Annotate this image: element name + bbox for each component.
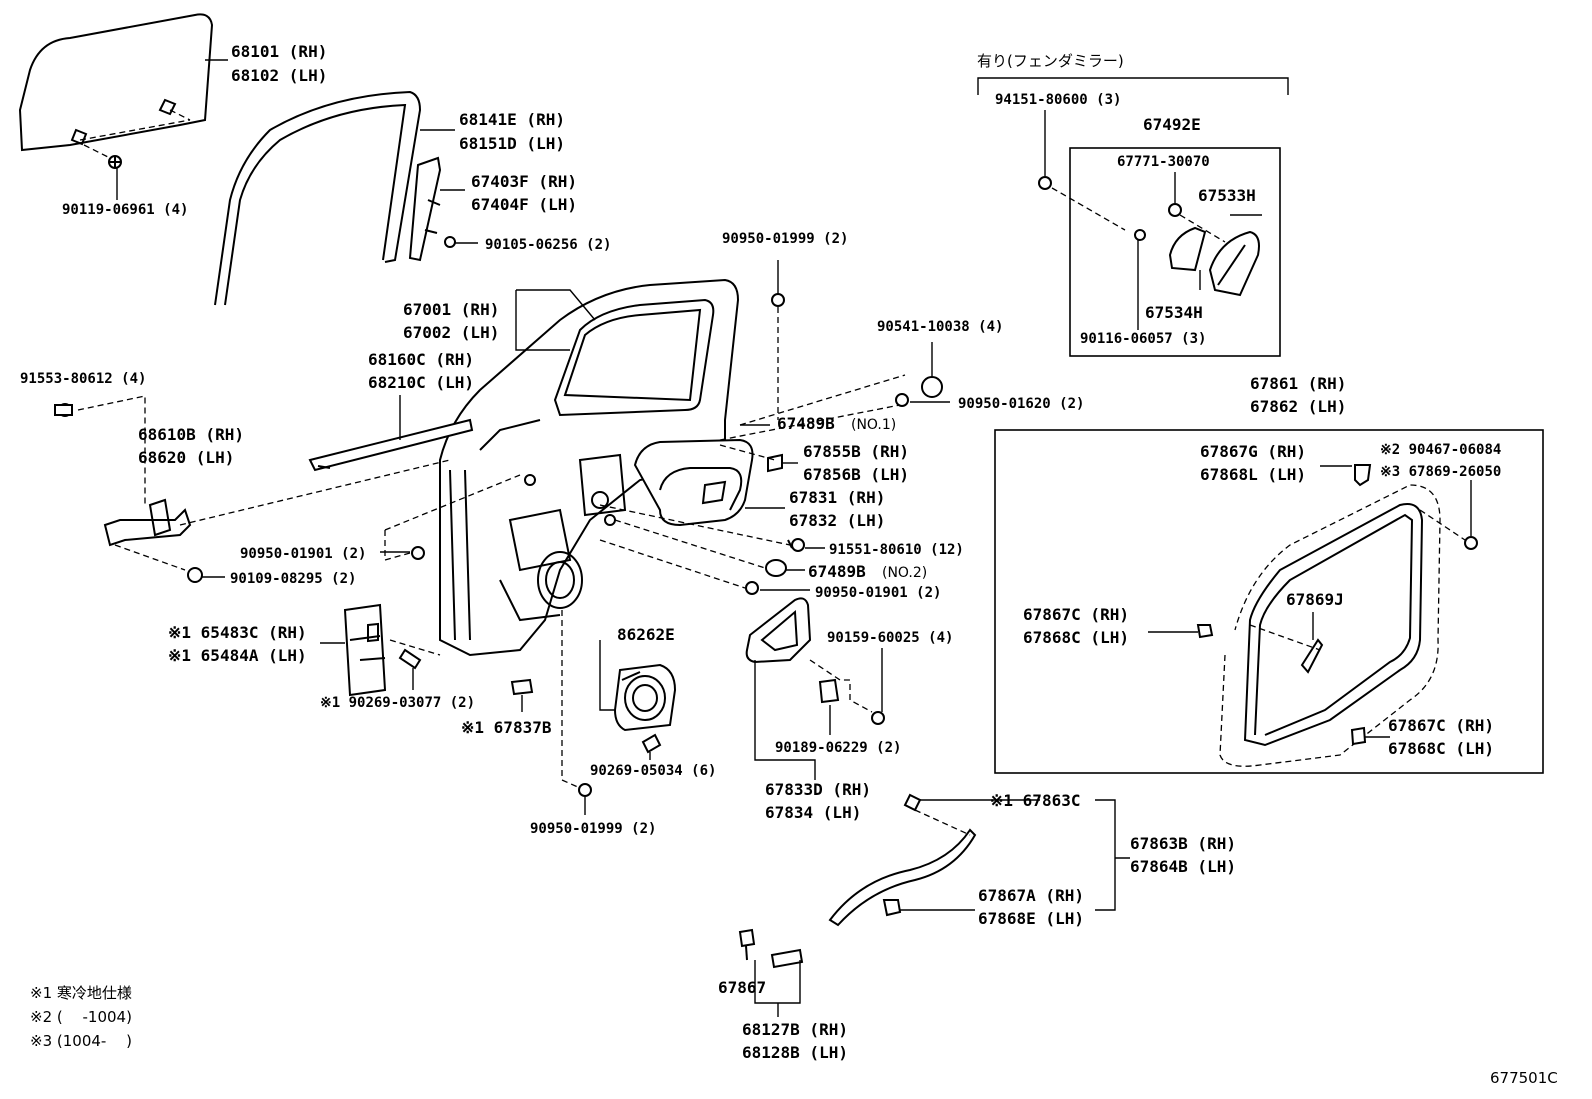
part-labels: 有り(フェンダミラー) 68101 (RH) 68102 (LH) 90119-…: [20, 42, 1558, 1087]
label-68128: 68128B (LH): [742, 1043, 848, 1062]
glass-run-channel-drawing: [214, 90, 422, 306]
label-68620: 68620 (LH): [138, 448, 234, 467]
label-90950-top: 90950-01999 (2): [722, 231, 848, 247]
fender-mirror-drawing: [1038, 176, 1260, 297]
label-67868c-a: 67868C (LH): [1023, 628, 1129, 647]
label-67489-no2: 67489B: [808, 562, 866, 581]
hole-plug-no2-drawing: [614, 519, 787, 577]
label-91553: 91553-80612 (4): [20, 371, 146, 387]
hinge-cover-drawing: [343, 603, 441, 697]
label-67533: 67533H: [1198, 186, 1256, 205]
label-67856: 67856B (LH): [803, 465, 909, 484]
label-68102: 68102 (LH): [231, 66, 327, 85]
label-68210: 68210C (LH): [368, 373, 474, 392]
label-67867a: 67867A (RH): [978, 886, 1084, 905]
label-67868e: 67868E (LH): [978, 909, 1084, 928]
label-86262: 86262E: [617, 625, 675, 644]
label-68160: 68160C (RH): [368, 350, 474, 369]
door-check-drawing: [54, 395, 451, 583]
label-67869-26050: ※3 67869-26050: [1380, 464, 1501, 480]
label-68127: 68127B (RH): [742, 1020, 848, 1039]
inside-handle-bracket-drawing: [633, 438, 783, 527]
label-68101: 68101 (RH): [231, 42, 327, 61]
label-90189: 90189-06229 (2): [775, 740, 901, 756]
label-67771: 67771-30070: [1117, 154, 1210, 170]
label-67868l: 67868L (LH): [1200, 465, 1306, 484]
label-67867g: 67867G (RH): [1200, 442, 1306, 461]
label-90950-01620: 90950-01620 (2): [958, 396, 1084, 412]
label-90950-01901-right: 90950-01901 (2): [815, 585, 941, 601]
label-67864b: 67864B (LH): [1130, 857, 1236, 876]
label-67403: 67403F (RH): [471, 172, 577, 191]
label-94151: 94151-80600 (3): [995, 92, 1121, 108]
label-67867: 67867: [718, 978, 766, 997]
label-67492: 67492E: [1143, 115, 1201, 134]
screw-91551-drawing: [599, 504, 805, 552]
label-67855: 67855B (RH): [803, 442, 909, 461]
group-header-label: 有り(フェンダミラー): [977, 52, 1124, 70]
label-67834: 67834 (LH): [765, 803, 861, 822]
label-90119: 90119-06961 (4): [62, 202, 188, 218]
label-67867c-b: 67867C (RH): [1388, 716, 1494, 735]
division-bar-drawing: [408, 156, 456, 262]
fender-mirror-bracket: [977, 77, 1289, 95]
label-90105: 90105-06256 (2): [485, 237, 611, 253]
label-90950-bottom: 90950-01999 (2): [530, 821, 656, 837]
clip-90950-01901-left-drawing: [384, 474, 521, 561]
label-67001: 67001 (RH): [403, 300, 499, 319]
weatherstrip-box: [994, 429, 1544, 774]
label-91551: 91551-80610 (12): [829, 542, 964, 558]
label-90467: ※2 90467-06084: [1380, 442, 1501, 458]
label-90950-01901-left: 90950-01901 (2): [240, 546, 366, 562]
clip-90950-top-drawing: [771, 293, 785, 420]
label-90541: 90541-10038 (4): [877, 319, 1003, 335]
clip-90950-bottom-drawing: [561, 610, 592, 797]
fender-mirror-box: [1069, 147, 1281, 357]
label-90269-03077: ※1 90269-03077 (2): [320, 695, 475, 711]
label-67863b: 67863B (RH): [1130, 834, 1236, 853]
label-90269-05034: 90269-05034 (6): [590, 763, 716, 779]
label-90109: 90109-08295 (2): [230, 571, 356, 587]
label-65484: ※1 65484A (LH): [168, 646, 307, 665]
leader-lines: [116, 59, 1472, 1017]
label-90159: 90159-60025 (4): [827, 630, 953, 646]
label-67489-no1-tag: (NO.1): [851, 417, 896, 433]
label-67833: 67833D (RH): [765, 780, 871, 799]
clip-67837b-drawing: [510, 678, 534, 696]
label-67002: 67002 (LH): [403, 323, 499, 342]
label-68141: 68141E (RH): [459, 110, 565, 129]
clip-90950-01901-right-drawing: [599, 539, 759, 595]
belt-molding-drawing: [308, 418, 474, 472]
catalog-code: 677501C: [1490, 1069, 1558, 1087]
note-2: ※2 ( -1004): [30, 1008, 132, 1026]
inside-handle-drawing: [745, 597, 885, 725]
label-67404: 67404F (LH): [471, 195, 577, 214]
door-weatherstrip-drawing: [1196, 464, 1478, 767]
speaker-drawing: [613, 663, 677, 754]
bumper-drawing: [719, 374, 943, 441]
rocker-weatherstrip-drawing: [828, 793, 977, 927]
label-67863c: ※1 67863C: [990, 791, 1080, 810]
label-68151: 68151D (LH): [459, 134, 565, 153]
label-67867c-a: 67867C (RH): [1023, 605, 1129, 624]
label-67489-no2-tag: (NO.2): [882, 565, 927, 581]
label-90116: 90116-06057 (3): [1080, 331, 1206, 347]
label-67868c-b: 67868C (LH): [1388, 739, 1494, 758]
label-68610: 68610B (RH): [138, 425, 244, 444]
note-1: ※1 寒冷地仕様: [30, 984, 132, 1002]
note-3: ※3 (1004- ): [30, 1032, 132, 1050]
label-67869j: 67869J: [1286, 590, 1344, 609]
label-67837: ※1 67837B: [461, 718, 552, 737]
label-67861: 67861 (RH): [1250, 374, 1346, 393]
label-67489-no1: 67489B: [777, 414, 835, 433]
label-67862: 67862 (LH): [1250, 397, 1346, 416]
label-67831: 67831 (RH): [789, 488, 885, 507]
label-65483: ※1 65483C (RH): [168, 623, 307, 642]
door-glass-drawing: [18, 13, 214, 169]
label-67832: 67832 (LH): [789, 511, 885, 530]
label-67534: 67534H: [1145, 303, 1203, 322]
clip-67867-drawing: [738, 928, 804, 969]
